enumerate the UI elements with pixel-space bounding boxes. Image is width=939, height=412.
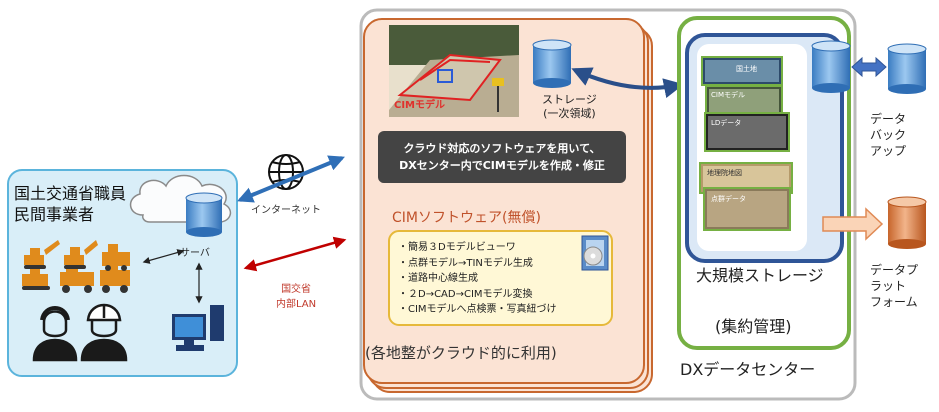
storage-primary-label: ストレージ (一次領域): [542, 93, 597, 121]
client-title-line2: 民間事業者: [14, 205, 95, 224]
feature-item: ・道路中心線生成: [398, 273, 478, 284]
desktop-computer-icon: [172, 305, 224, 351]
worker-avatar-icon: [32, 306, 78, 362]
backup-label-line2: バック: [870, 128, 907, 142]
screen-gsi-map: [699, 162, 793, 194]
client-title: 国土交通省職員 民間事業者: [14, 183, 126, 225]
internet-arrow: [237, 155, 345, 203]
cloud-software-note: クラウド対応のソフトウェアを用いて、 DXセンター内でCIMモデルを作成・修正: [378, 131, 626, 183]
feature-item: ・点群モデル→TINモデル生成: [398, 257, 533, 269]
engineer-avatar-icon: [80, 303, 128, 362]
server-storage-icon: [185, 192, 223, 237]
platform-arrow: [822, 207, 884, 241]
feature-list: ・簡易３Dモデルビューワ ・点群モデル→TINモデル生成 ・道路中心線生成 ・２…: [398, 240, 557, 318]
platform-label-line2: ラット: [870, 279, 907, 293]
backup-storage-icon: [887, 43, 927, 94]
dx-datacenter-title: DXデータセンター: [680, 360, 816, 379]
server-label: サーバ: [180, 248, 210, 259]
screen-point-cloud: [703, 187, 791, 231]
backup-label-line3: アップ: [870, 144, 907, 158]
cim-software-box: [388, 230, 613, 326]
storage-primary-label-line2: (一次領域): [543, 107, 596, 120]
internet-label: インターネット: [251, 205, 321, 216]
regional-usage-caption: (各地整がクラウド的に利用): [365, 344, 557, 362]
platform-label-line1: データプ: [870, 263, 919, 277]
integrated-management-label: (集約管理): [715, 317, 792, 336]
feature-item: ・簡易３Dモデルビューワ: [398, 242, 516, 253]
platform-label: データプ ラット フォーム: [870, 262, 918, 310]
note-line1: クラウド対応のソフトウェアを用いて、: [403, 142, 601, 155]
cim-model-image: [389, 25, 519, 117]
backup-arrow: [851, 56, 887, 78]
storage-primary-label-line1: ストレージ: [542, 93, 597, 106]
platform-storage-icon: [887, 196, 927, 249]
screen-label: 国土地: [736, 65, 757, 73]
backup-label-line1: データ: [870, 112, 907, 126]
storage-datacenter-icon: [811, 40, 851, 93]
lan-label-line2: 内部LAN: [276, 299, 317, 310]
sync-arrow: [571, 67, 684, 98]
platform-label-line3: フォーム: [870, 295, 918, 309]
storage-primary-icon: [532, 39, 572, 88]
backup-label: データ バック アップ: [870, 111, 906, 159]
screen-national-map: [701, 56, 783, 86]
cim-model-badge: CIMモデル: [394, 100, 446, 111]
note-line2: DXセンター内でCIMモデルを作成・修正: [399, 159, 605, 172]
feature-item: ・２D→CAD→CIMモデル変換: [398, 288, 533, 300]
lan-label: 国交省 内部LAN: [276, 282, 316, 312]
feature-item: ・CIMモデルへ点検票・写真紐づけ: [398, 304, 557, 315]
screen-label: LDデータ: [711, 119, 742, 127]
screen-label: 地理院地図: [707, 169, 742, 177]
large-storage-label: 大規模ストレージ: [696, 266, 824, 285]
cim-software-title: CIMソフトウェア(無償): [392, 210, 541, 226]
software-package-icon: [581, 235, 609, 271]
client-title-line1: 国土交通省職員: [14, 184, 127, 203]
lan-arrow: [243, 236, 347, 272]
lan-label-line1: 国交省: [281, 284, 312, 295]
construction-machinery-icon: [22, 240, 130, 293]
screen-label: CIMモデル: [711, 91, 745, 99]
screen-ld-data: [704, 112, 790, 152]
screen-label: 点群データ: [711, 195, 746, 203]
